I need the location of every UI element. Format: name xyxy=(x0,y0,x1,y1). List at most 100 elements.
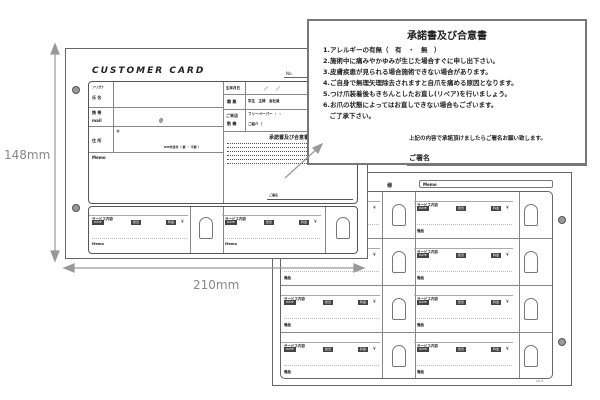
consent-item: 1.アレルギーの有無（ 有 ・ 無 ） xyxy=(323,46,441,54)
nail-diagram xyxy=(392,345,406,367)
yen-sign: ¥ xyxy=(373,299,376,304)
visit-reason-label-2: 動 機 xyxy=(227,121,237,126)
staff-tag: 担当 xyxy=(455,300,466,305)
binder-hole xyxy=(72,204,80,212)
staff-tag: 担当 xyxy=(455,206,466,211)
referral-field: ご紹介（ xyxy=(248,122,262,126)
staff-tag: 担当 xyxy=(322,300,333,305)
service-entry[interactable]: DATE 担当 料金 ¥ サービス内容 備品 xyxy=(414,288,513,330)
signature-label: ご署名 xyxy=(409,154,430,162)
nail-diagram xyxy=(524,298,538,320)
service-entry[interactable]: DATE 担当 料金 ¥ サービス内容 備品 xyxy=(281,288,380,330)
address-label: 住 所 xyxy=(92,138,102,143)
date-tag: DATE xyxy=(417,253,429,258)
occupation-options: 学生 主婦 会社員 xyxy=(248,99,280,103)
mail-label: mail xyxy=(92,118,102,123)
birthday-field: ／ ／ xyxy=(264,86,280,91)
nail-diagram xyxy=(524,204,538,226)
price-tag: 料金 xyxy=(491,300,502,305)
service-label: サービス内容 xyxy=(417,203,438,207)
furigana-label: フリガナ xyxy=(92,85,105,89)
at-sign: ＠ xyxy=(159,118,163,123)
service-entry[interactable]: DATE 担当 料金 ¥ サービス内容 Memo xyxy=(89,208,188,252)
mini-signature: ご署名 xyxy=(269,193,279,197)
memo-label: Memo xyxy=(225,242,237,246)
note-label: 備品 xyxy=(417,229,424,233)
note-label: 備品 xyxy=(284,323,291,327)
date-tag: DATE xyxy=(284,347,296,352)
binder-hole xyxy=(72,86,80,94)
price-tag: 料金 xyxy=(358,347,369,352)
binder-hole xyxy=(558,216,566,224)
price-tag: 料金 xyxy=(166,220,177,225)
birthday-label: 生年月日 xyxy=(226,86,240,90)
sama-label: 様 xyxy=(387,183,393,189)
service-strip: DATE 担当 料金 ¥ サービス内容 Memo DATE 担当 料金 ¥ サー… xyxy=(88,206,358,254)
consent-footer: 上記の内容で承諾頂けましたらご署名お願い致します。 xyxy=(409,136,546,142)
yen-sign: ¥ xyxy=(181,219,184,224)
date-tag: DATE xyxy=(92,220,104,225)
number-label: No. xyxy=(286,71,293,76)
yen-sign: ¥ xyxy=(506,252,509,257)
nail-diagram xyxy=(524,251,538,273)
date-tag: DATE xyxy=(225,220,237,225)
date-tag: DATE xyxy=(417,347,429,352)
yen-sign: ¥ xyxy=(314,219,317,224)
postal-label: 〒 xyxy=(116,129,120,134)
service-label: サービス内容 xyxy=(284,344,305,348)
card-title: CUSTOMER CARD xyxy=(92,66,206,76)
note-label: 備品 xyxy=(284,370,291,374)
service-label: サービス内容 xyxy=(225,217,246,221)
staff-tag: 担当 xyxy=(455,347,466,352)
binder-hole xyxy=(558,338,566,346)
price-tag: 料金 xyxy=(491,253,502,258)
nail-diagram xyxy=(392,298,406,320)
price-tag: 料金 xyxy=(358,300,369,305)
consent-item: 3.皮膚疾患が見られる場合施術できない場合があります。 xyxy=(323,68,492,76)
service-label: サービス内容 xyxy=(284,297,305,301)
service-label: サービス内容 xyxy=(417,297,438,301)
service-entry[interactable]: DATE 担当 料金 ¥ サービス内容 備品 xyxy=(414,194,513,236)
width-label: 210mm xyxy=(193,278,240,292)
signature-line xyxy=(407,164,587,166)
service-label: サービス内容 xyxy=(417,344,438,348)
nail-diagram xyxy=(336,217,350,239)
service-entry[interactable]: DATE 担当 料金 ¥ サービス内容 備品 xyxy=(414,335,513,377)
yen-sign: ¥ xyxy=(373,205,376,210)
price-tag: 料金 xyxy=(299,220,310,225)
consent-items: 1.アレルギーの有無（ 有 ・ 無 ）2.施術中に痛みやかゆみが生じた場合すぐに… xyxy=(323,45,518,122)
note-label: 備品 xyxy=(417,276,424,280)
product-code: CS-9 xyxy=(536,379,543,383)
consent-item: 4.ご自身で無理矢理除去されますと自爪を痛める原因となります。 xyxy=(323,79,518,87)
date-tag: DATE xyxy=(417,300,429,305)
note-label: 備品 xyxy=(284,276,291,280)
customer-info-box: フリガナ 氏 名 携 帯 mail ＠ 〒 住 所 DM作送付（ 要 ・ 不要 … xyxy=(88,81,358,204)
yen-sign: ¥ xyxy=(506,205,509,210)
name-label: 氏 名 xyxy=(92,95,102,100)
price-tag: 料金 xyxy=(491,347,502,352)
consent-title: 承諾書及び合意書 xyxy=(407,31,487,42)
service-entry[interactable]: DATE 担当 料金 ¥ サービス内容 Memo xyxy=(222,208,321,252)
memo-label: Memo xyxy=(92,155,106,160)
staff-tag: 担当 xyxy=(322,347,333,352)
date-tag: DATE xyxy=(284,300,296,305)
note-label: 備品 xyxy=(417,323,424,327)
note-label: 備品 xyxy=(417,370,424,374)
staff-tag: 担当 xyxy=(455,253,466,258)
consent-item: ご了承下さい。 xyxy=(323,112,376,120)
service-entry[interactable]: DATE 担当 料金 ¥ サービス内容 備品 xyxy=(414,241,513,283)
consent-item: 6.お爪の状態によってはお直しできない場合もございます。 xyxy=(323,101,498,109)
yen-sign: ¥ xyxy=(506,346,509,351)
occupation-label: 職 業 xyxy=(227,99,237,104)
memo-label: Memo xyxy=(92,242,104,246)
height-label: 148mm xyxy=(4,148,51,162)
nail-diagram xyxy=(524,345,538,367)
memo-label: Memo xyxy=(423,182,437,187)
service-entry[interactable]: DATE 担当 料金 ¥ サービス内容 備品 xyxy=(281,335,380,377)
yen-sign: ¥ xyxy=(506,299,509,304)
staff-tag: 担当 xyxy=(263,220,274,225)
nail-diagram xyxy=(392,251,406,273)
staff-tag: 担当 xyxy=(130,220,141,225)
yen-sign: ¥ xyxy=(373,252,376,257)
